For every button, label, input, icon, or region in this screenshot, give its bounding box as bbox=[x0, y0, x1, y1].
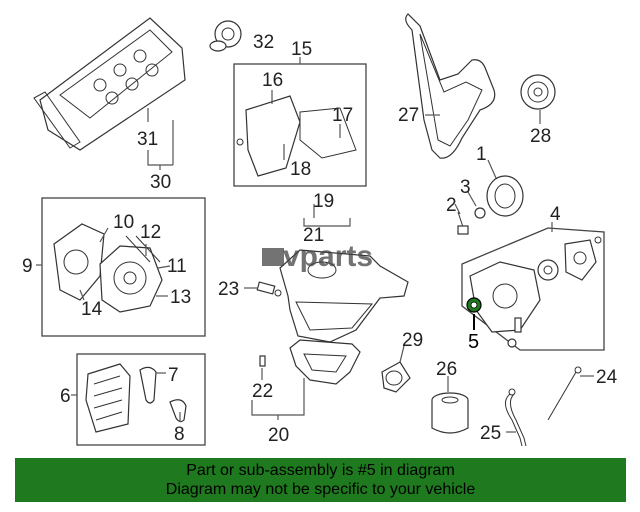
oil-pump-box bbox=[461, 227, 605, 351]
callout-6[interactable]: 6 bbox=[60, 386, 71, 407]
oil-strainer[interactable] bbox=[381, 361, 411, 393]
lower-timing-cover[interactable] bbox=[85, 363, 187, 433]
callout-23[interactable]: 23 bbox=[218, 279, 239, 300]
callout-26[interactable]: 26 bbox=[436, 359, 457, 380]
info-banner: Part or sub-assembly is #5 in diagram Di… bbox=[15, 458, 626, 502]
vparts-watermark: vparts bbox=[262, 240, 373, 273]
callout-24[interactable]: 24 bbox=[596, 367, 618, 388]
callout-1[interactable]: 1 bbox=[476, 144, 487, 165]
oil-dipstick[interactable] bbox=[547, 366, 582, 421]
callout-12[interactable]: 12 bbox=[140, 222, 161, 243]
valve-cover-assembly[interactable] bbox=[33, 17, 186, 151]
oil-pump-cover-box bbox=[41, 197, 206, 337]
callout-7[interactable]: 7 bbox=[168, 365, 179, 386]
washer[interactable] bbox=[474, 207, 486, 219]
callout-8[interactable]: 8 bbox=[174, 424, 185, 445]
drain-plug[interactable] bbox=[256, 281, 282, 297]
dowel-pin[interactable] bbox=[259, 355, 266, 367]
callout-32[interactable]: 32 bbox=[253, 32, 274, 53]
callout-11[interactable]: 11 bbox=[167, 256, 187, 277]
callout-2[interactable]: 2 bbox=[446, 195, 457, 216]
callout-22[interactable]: 22 bbox=[252, 381, 273, 402]
callout-31[interactable]: 31 bbox=[137, 129, 158, 150]
callout-16[interactable]: 16 bbox=[262, 70, 283, 91]
dipstick-tube[interactable] bbox=[505, 388, 527, 447]
oil-pan-upper[interactable] bbox=[279, 249, 409, 343]
watermark-text: vparts bbox=[283, 240, 373, 273]
crank-sprocket[interactable] bbox=[520, 74, 556, 110]
bolt[interactable] bbox=[457, 211, 469, 235]
lower-cover-box bbox=[76, 353, 206, 446]
callout-18[interactable]: 18 bbox=[290, 159, 311, 180]
banner-line-1: Part or sub-assembly is #5 in diagram bbox=[186, 462, 455, 479]
callout-28[interactable]: 28 bbox=[530, 126, 551, 147]
oil-filter[interactable] bbox=[431, 392, 469, 434]
oil-pan-lower[interactable] bbox=[289, 339, 361, 385]
timing-belt[interactable] bbox=[405, 13, 496, 159]
callout-20[interactable]: 20 bbox=[268, 425, 289, 446]
callout-19[interactable]: 19 bbox=[313, 191, 334, 212]
front-oil-seal[interactable] bbox=[486, 175, 524, 217]
callout-13[interactable]: 13 bbox=[170, 287, 191, 308]
callout-29[interactable]: 29 bbox=[402, 330, 423, 351]
callout-9[interactable]: 9 bbox=[22, 256, 33, 277]
callout-4[interactable]: 4 bbox=[550, 204, 561, 225]
oil-pump-cover[interactable] bbox=[53, 223, 163, 313]
callout-27[interactable]: 27 bbox=[398, 105, 419, 126]
callout-3[interactable]: 3 bbox=[460, 177, 471, 198]
banner-line-2: Diagram may not be specific to your vehi… bbox=[165, 481, 476, 498]
callout-30[interactable]: 30 bbox=[150, 172, 171, 193]
callout-14[interactable]: 14 bbox=[81, 299, 103, 320]
callout-15[interactable]: 15 bbox=[291, 39, 312, 60]
callout-10[interactable]: 10 bbox=[113, 212, 134, 233]
selected-part-5[interactable] bbox=[466, 297, 482, 313]
timing-cover-gaskets[interactable] bbox=[236, 95, 357, 177]
oil-filler-cap[interactable] bbox=[209, 20, 242, 52]
callout-21[interactable]: 21 bbox=[303, 225, 324, 246]
callout-5[interactable]: 5 bbox=[468, 331, 479, 353]
callout-25[interactable]: 25 bbox=[480, 423, 501, 444]
callout-17[interactable]: 17 bbox=[332, 105, 353, 126]
oil-pump-assembly[interactable] bbox=[469, 236, 602, 348]
